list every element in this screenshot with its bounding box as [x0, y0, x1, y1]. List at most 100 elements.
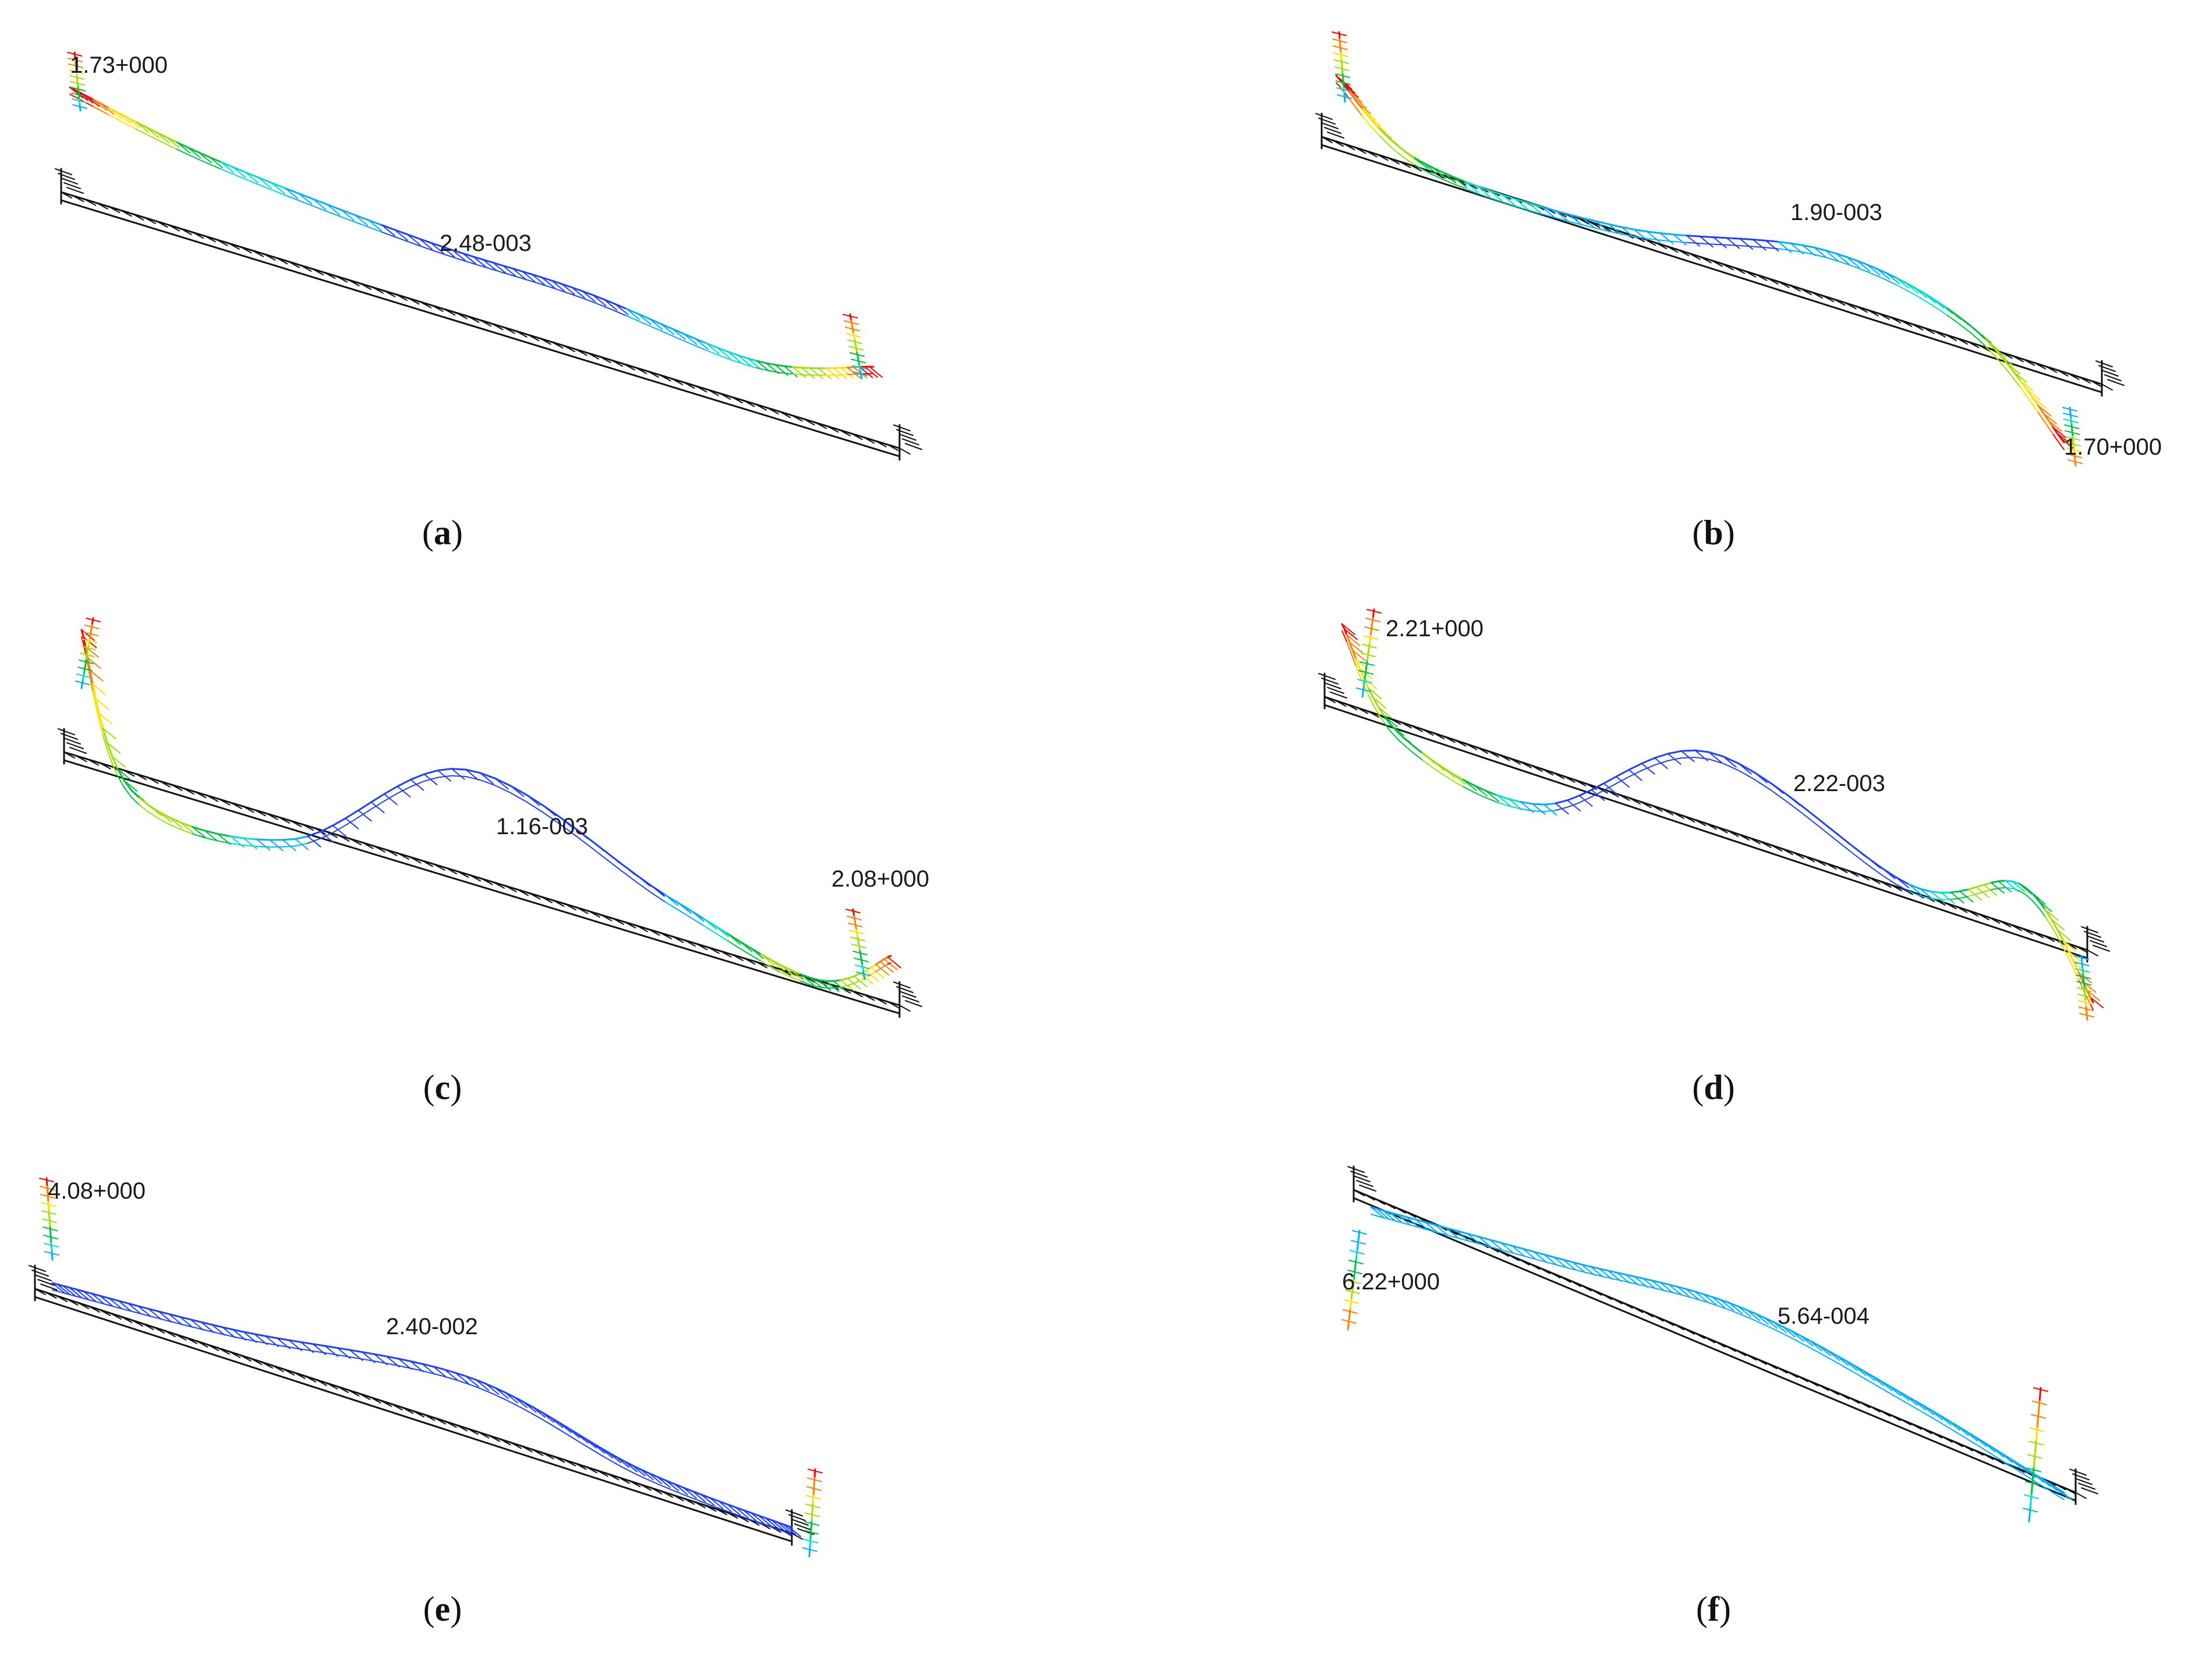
undeformed-element [144, 217, 156, 224]
deformed-chord [1566, 795, 1581, 802]
deformed-chord [1895, 283, 1906, 290]
undeformed-element [1677, 249, 1690, 257]
deformed-chord [1843, 1366, 1854, 1373]
deformed-element [703, 918, 717, 930]
deformed-chord [800, 980, 810, 986]
deformed-chord [1485, 789, 1499, 796]
support-element [2081, 1487, 2098, 1494]
deformed-element [155, 131, 170, 143]
deformed-element [1913, 286, 1928, 299]
deformed-element [423, 773, 438, 785]
deformed-element [126, 116, 140, 129]
deformed-element [1851, 845, 1865, 857]
undeformed-element [720, 950, 732, 958]
deformed-chord [1451, 779, 1464, 788]
deformed-element [340, 209, 355, 221]
undeformed-element [1518, 1258, 1530, 1266]
deformed-chord [709, 1504, 720, 1509]
panel-caption: (d) [1692, 1068, 1735, 1107]
deformed-element [2048, 420, 2062, 432]
deformed-chord [1543, 1261, 1555, 1265]
deformed-chord [1341, 630, 1345, 637]
tower-deflection [859, 950, 862, 959]
deformed-element [2090, 996, 2104, 1008]
deformed-chord [451, 775, 466, 777]
undeformed-element [1727, 830, 1739, 837]
deformed-chord [847, 366, 855, 368]
deformed-chord [1591, 789, 1605, 798]
deformed-chord [1998, 1458, 2008, 1465]
undeformed-element [1387, 157, 1400, 165]
deformed-chord [1959, 888, 1970, 892]
deformed-chord [787, 1532, 792, 1535]
deformed-chord [444, 1369, 456, 1374]
deformed-element [204, 830, 218, 842]
undeformed-element [1700, 256, 1712, 264]
undeformed-element [505, 885, 517, 892]
deformed-chord [1412, 752, 1424, 761]
deformed-chord [2018, 889, 2026, 895]
tower-deflection [2084, 993, 2087, 1002]
deformed-element [1414, 157, 1429, 169]
deformed-chord [340, 208, 356, 216]
deformed-chord [108, 1297, 119, 1302]
deformed-chord [2052, 433, 2058, 441]
tower-deflection [1340, 59, 1343, 68]
deformed-chord [1708, 751, 1725, 758]
undeformed-element [1553, 772, 1564, 779]
deformed-chord [344, 809, 359, 820]
undeformed-element [123, 770, 135, 777]
deformed-element [1348, 91, 1363, 103]
tower-deflection-element [807, 1477, 822, 1482]
deformed-chord [1659, 232, 1674, 236]
deformed-chord [1981, 1447, 1992, 1454]
undeformed-element [1465, 743, 1478, 750]
deformed-chord [1817, 1351, 1828, 1358]
deformed-element [1581, 217, 1596, 229]
deformed-element [1378, 706, 1392, 718]
tower-deflection-element [854, 958, 869, 962]
undeformed-element [326, 831, 338, 838]
undeformed-element [242, 806, 254, 813]
deformed-chord [2077, 971, 2084, 983]
deformed-chord [1520, 801, 1534, 805]
undeformed-element [1899, 1418, 1911, 1426]
deformed-chord [853, 972, 861, 977]
deformed-chord [1336, 82, 1340, 87]
deformed-element [558, 816, 572, 828]
undeformed-element [1931, 1431, 1942, 1438]
deformed-chord [1801, 251, 1815, 256]
undeformed-element [1542, 768, 1554, 776]
mode-shape-d [1318, 608, 2110, 1021]
deformed-element [298, 193, 313, 205]
tower-deflection [858, 364, 862, 373]
deformed-chord [1463, 786, 1475, 793]
deformed-chord [2037, 1482, 2045, 1488]
undeformed-element [851, 433, 863, 440]
deformed-chord [1424, 1221, 1436, 1226]
tower-deflection-element [72, 104, 87, 109]
deformed-chord [1964, 1437, 1974, 1444]
deformed-chord [2015, 1468, 2024, 1475]
undeformed-element [1497, 1250, 1509, 1257]
tower-deflection-element [804, 1521, 819, 1526]
undeformed-chord [34, 1296, 793, 1543]
undeformed-element [693, 1501, 706, 1508]
deformed-element [582, 1437, 597, 1449]
tower-deflection [77, 86, 80, 94]
deformed-chord [1642, 1277, 1653, 1282]
undeformed-element [457, 871, 469, 878]
panel-d: 2.21+000 2.22-003 (d) [1098, 560, 2195, 1120]
deformed-chord [1476, 185, 1491, 192]
undeformed-element [565, 903, 576, 910]
undeformed-chord [1320, 144, 2103, 394]
deformed-chord [1489, 1239, 1502, 1244]
undeformed-element [1786, 1371, 1798, 1378]
undeformed-element [228, 243, 240, 250]
undeformed-element [779, 411, 791, 419]
undeformed-element [1789, 285, 1801, 292]
deformed-chord [1769, 789, 1787, 802]
deformed-element [147, 804, 162, 816]
tower-deflection-element [81, 646, 96, 650]
tower-deflection-element [806, 1486, 822, 1491]
